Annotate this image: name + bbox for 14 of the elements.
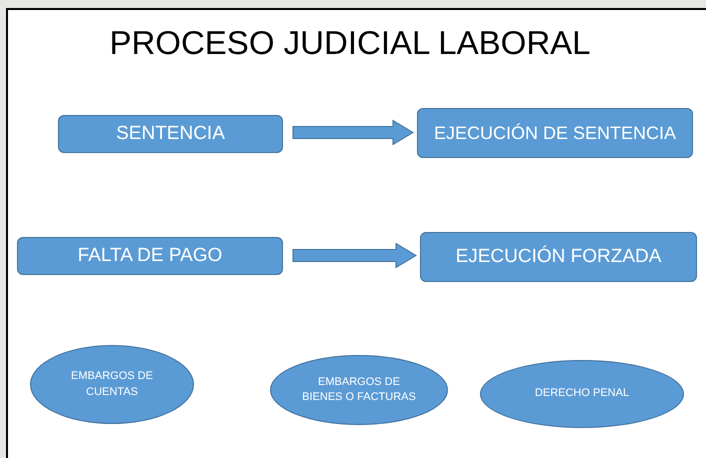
block-arrow: [292, 242, 417, 268]
process-box: [58, 115, 283, 153]
node-label: FALTA DE PAGO: [78, 244, 222, 268]
process-box: [420, 232, 697, 282]
node-label: SENTENCIA: [116, 122, 225, 146]
node-label: DERECHO PENAL: [534, 386, 630, 402]
title: PROCESO JUDICIAL LABORAL: [108, 23, 592, 63]
node-label: EJECUCIÓN FORZADA: [456, 244, 662, 269]
process-box: [17, 237, 283, 275]
process-box: [417, 108, 693, 158]
node-label: EMBARGOS DE CUENTAS: [70, 369, 154, 400]
block-arrow: [292, 120, 414, 146]
node-label: EJECUCIÓN DE SENTENCIA: [434, 122, 676, 145]
node-label: EMBARGOS DE BIENES O FACTURAS: [301, 374, 417, 405]
